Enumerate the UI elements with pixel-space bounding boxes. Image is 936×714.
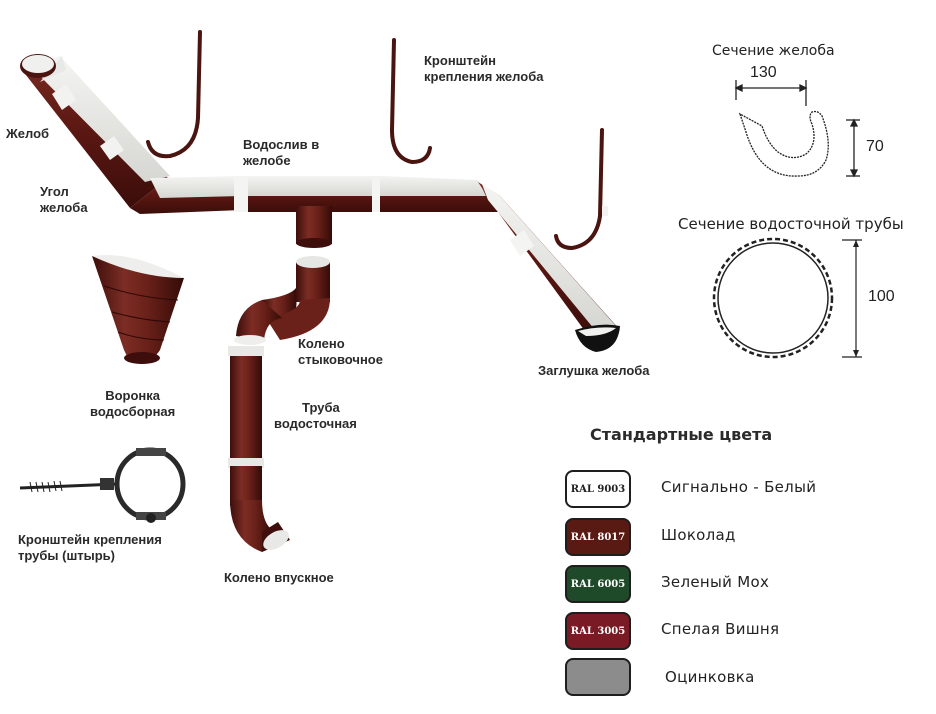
label-gutter-corner: Угол желоба xyxy=(40,184,88,216)
color-swatch: RAL 9003 xyxy=(565,470,631,508)
color-row: Оцинковка xyxy=(565,658,895,698)
label-line: крепления желоба xyxy=(424,69,544,84)
gutter-bracket xyxy=(389,38,432,165)
label-pipe-bracket: Кронштейн крепления трубы (штырь) xyxy=(18,532,162,564)
funnel xyxy=(92,254,184,364)
color-name: Оцинковка xyxy=(665,668,755,686)
bracket-clip xyxy=(602,206,608,216)
gutter-section-height: 70 xyxy=(866,138,884,155)
pipe-section-title: Сечение водосточной трубы xyxy=(678,215,904,233)
color-code: RAL 9003 xyxy=(570,483,626,495)
label-outlet-elbow: Колено впускное xyxy=(224,570,334,585)
label-line: трубы (штырь) xyxy=(18,548,116,563)
gutter-section-drawing xyxy=(734,80,860,178)
color-row: RAL 6005 Зеленый Мох xyxy=(565,565,895,605)
gutter-coupling xyxy=(52,84,76,110)
label-line: Колено xyxy=(298,336,345,351)
label-line: Воронка xyxy=(105,388,161,403)
color-swatch: RAL 3005 xyxy=(565,612,631,650)
color-code: RAL 6005 xyxy=(570,578,626,590)
label-line: водосточная xyxy=(274,416,357,431)
label-line: Кронштейн xyxy=(424,53,496,68)
color-swatch: RAL 8017 xyxy=(565,518,631,556)
label-line: водосборная xyxy=(90,404,176,419)
color-code: RAL 8017 xyxy=(570,531,626,543)
gutter-bracket xyxy=(146,30,202,159)
gutter-end-cap xyxy=(575,324,620,352)
color-name: Шоколад xyxy=(661,526,736,544)
color-row: RAL 8017 Шоколад xyxy=(565,518,895,558)
downpipe xyxy=(228,346,264,468)
label-gutter-end-cap: Заглушка желоба xyxy=(538,363,650,378)
gutter-section-title: Сечение желоба xyxy=(712,43,835,59)
color-row: RAL 9003 Сигнально - Белый xyxy=(565,470,895,510)
label-line: Кронштейн крепления xyxy=(18,532,162,547)
elbow-joint xyxy=(234,256,330,345)
color-swatch xyxy=(565,658,631,696)
color-code: RAL 3005 xyxy=(570,625,626,637)
label-elbow-joint: Колено стыковочное xyxy=(298,336,383,368)
label-gutter-outlet: Водослив в желобе xyxy=(243,137,319,169)
gutter-coupling xyxy=(100,136,124,160)
pipe-section-diameter: 100 xyxy=(868,288,895,305)
gutter-bracket xyxy=(554,128,604,251)
color-swatch: RAL 6005 xyxy=(565,565,631,603)
label-funnel: Воронка водосборная xyxy=(90,388,175,420)
gutter-right-corner xyxy=(380,176,498,212)
color-row: RAL 3005 Спелая Вишня xyxy=(565,612,895,652)
label-downpipe: Труба водосточная xyxy=(274,400,357,432)
gutter-corner xyxy=(130,176,242,214)
label-line: желобе xyxy=(243,153,291,168)
label-line: Труба xyxy=(302,400,340,415)
gutter-outlet xyxy=(296,206,332,248)
color-name: Сигнально - Белый xyxy=(661,478,817,496)
label-gutter: Желоб xyxy=(6,126,50,141)
pipe-section-drawing xyxy=(712,237,862,359)
gutter-end-left xyxy=(20,54,56,78)
gutter-right-diagonal xyxy=(478,182,620,338)
label-gutter-bracket: Кронштейн крепления желоба xyxy=(424,53,543,85)
standard-colors-title: Стандартные цвета xyxy=(590,425,773,444)
label-line: стыковочное xyxy=(298,352,383,367)
label-line: Водослив в xyxy=(243,137,320,152)
color-name: Спелая Вишня xyxy=(661,620,780,638)
outlet-elbow xyxy=(230,466,290,552)
color-name: Зеленый Мох xyxy=(661,573,770,591)
label-line: желоба xyxy=(40,200,88,215)
pipe-bracket xyxy=(19,447,186,523)
label-line: Угол xyxy=(40,184,69,199)
gutter-section-width: 130 xyxy=(750,64,777,81)
